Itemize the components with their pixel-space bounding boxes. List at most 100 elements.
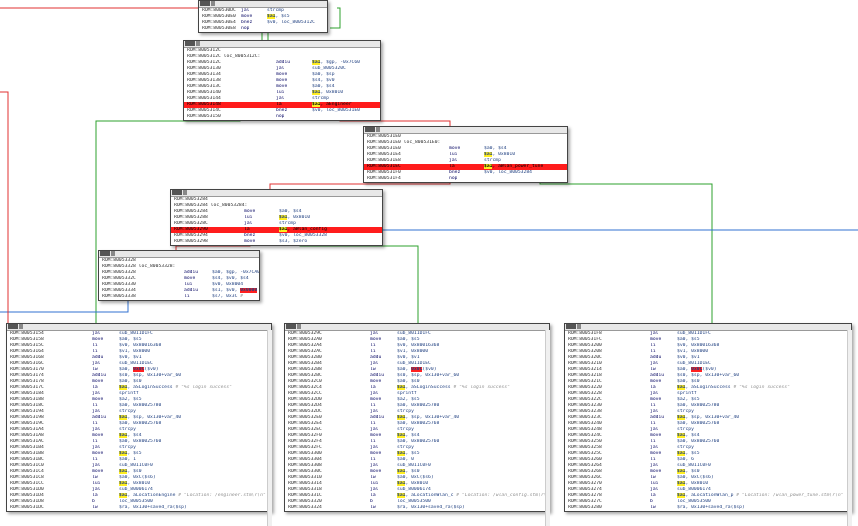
block-header[interactable] xyxy=(565,324,851,331)
code-line[interactable]: ROM:80053328 xyxy=(99,258,259,264)
code-line[interactable]: ROM:80053328 loc_80053328: xyxy=(99,264,259,270)
block-header[interactable] xyxy=(99,251,259,258)
code-line[interactable]: ROM:80053284 loc_80053284: xyxy=(171,203,382,209)
block-scrollbar[interactable] xyxy=(267,330,272,526)
block-header[interactable] xyxy=(285,324,549,331)
code-line[interactable]: ROM:80053284 xyxy=(171,197,382,203)
block-scrollbar[interactable] xyxy=(545,330,550,526)
code-line[interactable]: ROM:800531E0 xyxy=(364,134,567,140)
block-header[interactable] xyxy=(199,1,327,8)
